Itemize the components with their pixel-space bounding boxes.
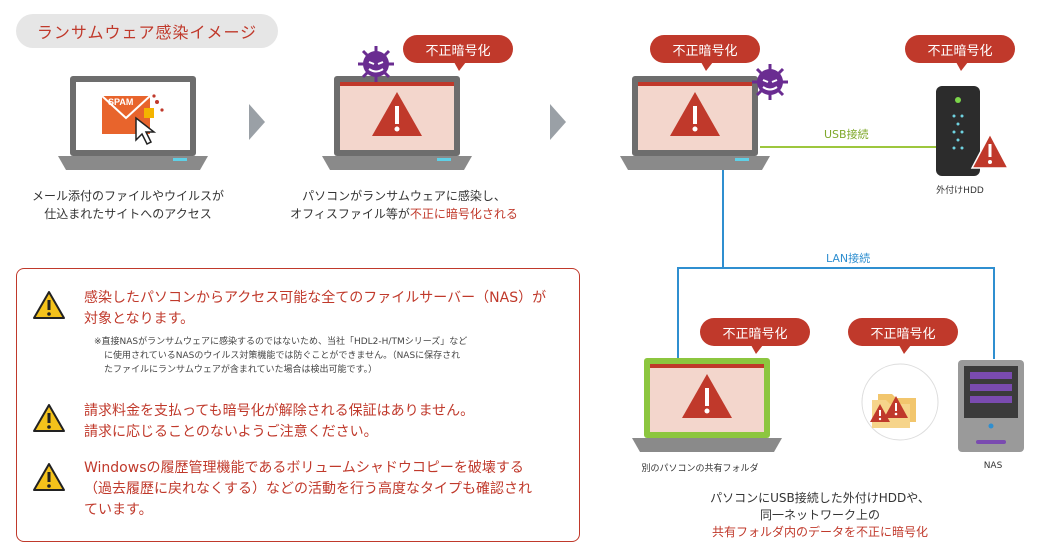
lan-line-horizontal <box>677 267 995 269</box>
lan-line-nas <box>993 267 995 359</box>
hdd-encryption-bubble: 不正暗号化 <box>905 35 1015 71</box>
spam-mail-icon: SPAM <box>101 94 164 134</box>
lan-label: LAN接続 <box>826 252 871 265</box>
nas-label: NAS <box>983 461 1003 471</box>
laptop-infected-source <box>620 76 770 170</box>
caution-icon <box>33 404 65 432</box>
virus-icon <box>358 46 394 82</box>
laptop-infected <box>322 76 472 170</box>
laptop-shared-folder <box>632 358 782 452</box>
shared-folder-label: 別のパソコンの共有フォルダ <box>641 464 759 474</box>
usb-line <box>760 146 950 148</box>
network-caption: パソコンにUSB接続した外付けHDDや、 同一ネットワーク上の 共有フォルダ内の… <box>710 491 930 539</box>
svg-text:SPAM: SPAM <box>108 97 133 107</box>
shared-encryption-bubble: 不正暗号化 <box>700 318 810 354</box>
cursor-icon <box>135 116 157 146</box>
warning-3-text: Windowsの履歴管理機能であるボリュームシャドウコピーを破壊する （過去履歴… <box>84 460 532 518</box>
warning-icon <box>682 374 732 418</box>
folder-circle <box>861 363 939 441</box>
warning-box <box>16 268 580 542</box>
lan-line-shared <box>677 267 679 359</box>
warning-2-text: 請求料金を支払っても暗号化が解除される保証はありません。 請求に応じることのない… <box>84 403 475 440</box>
arrow-right-icon <box>550 104 566 140</box>
nas-device <box>861 360 1024 452</box>
pc-encryption-bubble: 不正暗号化 <box>650 35 760 71</box>
warning-icon <box>970 132 1010 169</box>
hdd-label: 外付けHDD <box>936 186 984 196</box>
arrow-right-icon <box>249 104 265 140</box>
step2-caption: パソコンがランサムウェアに感染し、 オフィスファイル等が不正に暗号化される <box>290 189 518 221</box>
warning-icon <box>670 92 720 136</box>
warning-icon <box>372 92 422 136</box>
caution-icon <box>33 463 65 491</box>
usb-label: USB接続 <box>824 128 869 141</box>
warning-1-note: ※直接NASがランサムウェアに感染するのではないため、当社「HDL2-H/TMシ… <box>94 337 468 375</box>
page-title: ランサムウェア感染イメージ <box>16 14 278 48</box>
step1-caption: メール添付のファイルやウイルスが 仕込まれたサイトへのアクセス <box>31 189 224 221</box>
nas-encryption-bubble: 不正暗号化 <box>848 318 958 354</box>
warning-1-text: 感染したパソコンからアクセス可能な全てのファイルサーバー（NAS）が 対象となり… <box>84 290 547 327</box>
encryption-bubble: 不正暗号化 <box>403 35 513 71</box>
external-hdd <box>936 86 1010 176</box>
laptop-spam: SPAM <box>58 76 208 170</box>
caution-icon <box>33 291 65 319</box>
lan-line-vertical <box>722 170 724 268</box>
virus-icon <box>752 64 788 100</box>
